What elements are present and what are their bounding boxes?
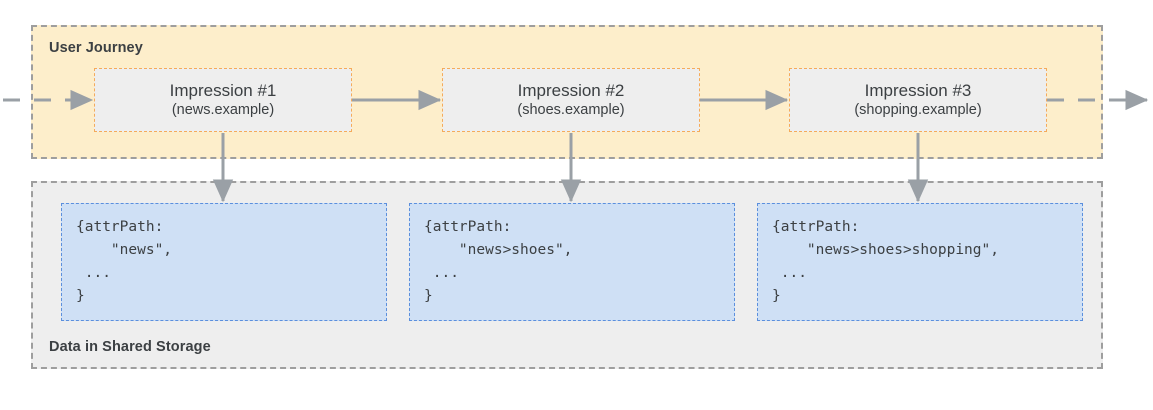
storage-record-box-2: {attrPath: "news>shoes", ... } <box>409 203 735 321</box>
storage-record-box-1: {attrPath: "news", ... } <box>61 203 387 321</box>
impression-site-3: (shopping.example) <box>854 102 982 118</box>
user-journey-label: User Journey <box>49 40 143 56</box>
impression-site-2: (shoes.example) <box>517 102 625 118</box>
impression-box-1: Impression #1 (news.example) <box>94 68 352 132</box>
impression-title-1: Impression #1 <box>169 81 277 100</box>
impression-site-1: (news.example) <box>171 102 275 118</box>
storage-record-box-3: {attrPath: "news>shoes>shopping", ... } <box>757 203 1083 321</box>
impression-title-3: Impression #3 <box>864 81 972 100</box>
storage-record-code-3: {attrPath: "news>shoes>shopping", ... } <box>772 219 999 304</box>
storage-record-code-1: {attrPath: "news", ... } <box>76 219 173 304</box>
impression-title-2: Impression #2 <box>517 81 625 100</box>
impression-box-2: Impression #2 (shoes.example) <box>442 68 700 132</box>
storage-record-code-2: {attrPath: "news>shoes", ... } <box>424 219 573 304</box>
shared-storage-label: Data in Shared Storage <box>49 339 211 355</box>
impression-box-3: Impression #3 (shopping.example) <box>789 68 1047 132</box>
